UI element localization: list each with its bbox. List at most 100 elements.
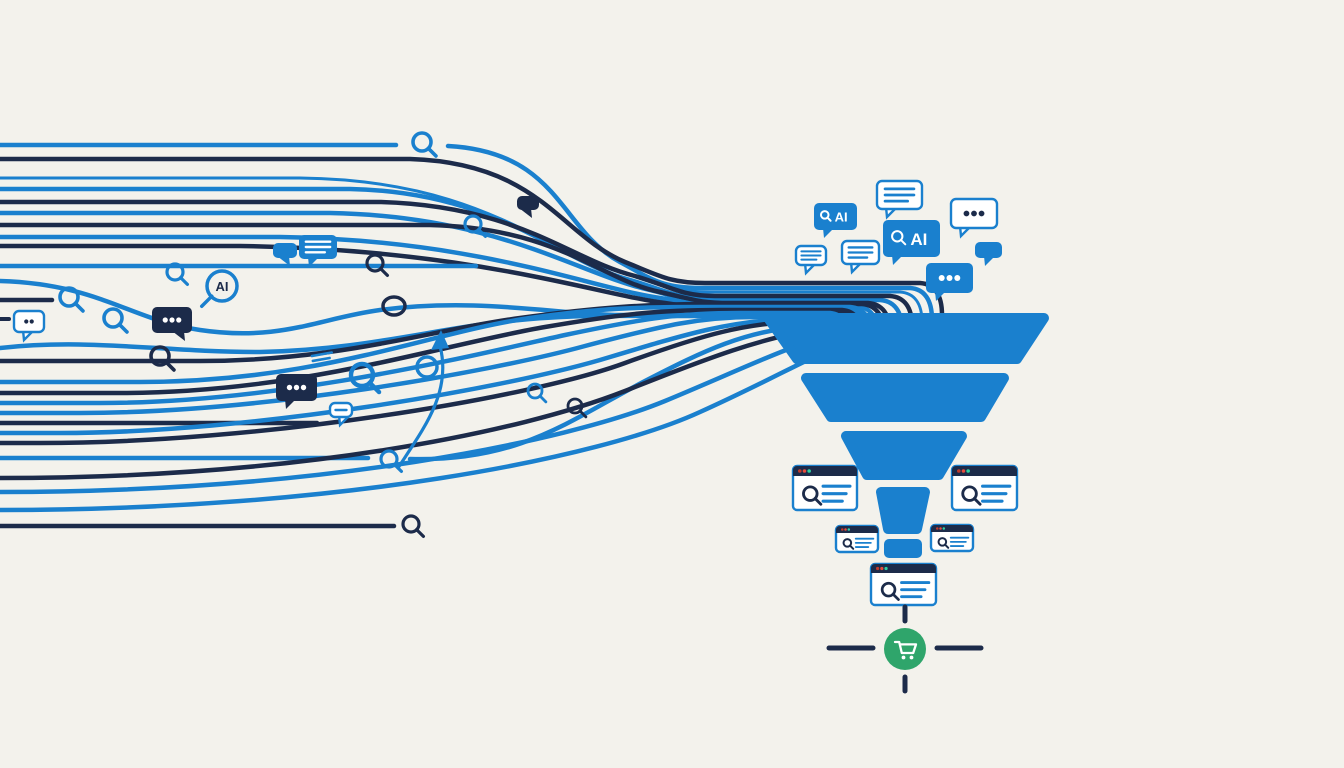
flow-line [0, 307, 866, 396]
cart-wheel [901, 655, 906, 660]
search-icon [937, 537, 950, 549]
bubble-tail [935, 291, 946, 301]
chat-bubble [328, 401, 354, 428]
window-dot [841, 528, 844, 531]
window-dot [802, 469, 807, 473]
chat-bubble [273, 243, 297, 266]
funnel-segment [801, 373, 1009, 422]
chat-bubble [276, 374, 317, 409]
chat-bubble [152, 307, 192, 341]
bubble-tail [277, 256, 290, 266]
flow-line [0, 304, 875, 385]
bubble-tail [172, 331, 185, 341]
chat-bubble [975, 242, 1002, 266]
ellipsis-dot [963, 210, 970, 217]
window-titlebar [836, 526, 878, 533]
list-icon [310, 351, 333, 368]
browser-window-icon [834, 524, 880, 554]
window-dot [939, 527, 942, 530]
bubble-tail [308, 257, 319, 267]
bubble-body [975, 242, 1002, 258]
chat-bubble [875, 179, 924, 220]
search-icon [802, 485, 823, 506]
window-dot [936, 527, 939, 530]
bubble-tail [519, 208, 532, 218]
search-icon [819, 210, 832, 222]
ellipsis-dot [162, 317, 168, 323]
bubble-tail [285, 399, 296, 409]
ellipsis-dot [300, 384, 307, 391]
search-icon [58, 286, 85, 313]
cart-glyph [893, 640, 918, 655]
ellipsis-dot [938, 275, 945, 281]
browser-window-icon [791, 464, 859, 512]
ellipsis-dot [954, 275, 961, 281]
window-dot [942, 527, 946, 530]
window-dot [957, 469, 961, 473]
search-icon [463, 214, 487, 238]
ellipsis-dot [978, 210, 985, 217]
ellipsis-dot [293, 384, 300, 391]
bubble-body [273, 243, 297, 258]
cart-wheel [909, 655, 914, 660]
ring-icon [381, 295, 407, 317]
search-icon [842, 538, 855, 550]
flow-line [0, 222, 893, 336]
flow-line [0, 234, 871, 340]
chat-bubble [12, 309, 46, 343]
ai-label: AI [216, 279, 229, 294]
chat-bubble [794, 244, 828, 276]
search-icon [365, 253, 389, 277]
chat-bubble [299, 235, 337, 267]
funnel-segment [841, 431, 967, 480]
search-icon [961, 485, 982, 506]
window-dot [880, 566, 884, 571]
ring-icon [415, 355, 439, 379]
window-dot [884, 566, 888, 571]
funnel-segment [884, 539, 922, 558]
ellipsis-dot [169, 317, 175, 323]
funnel-segment [876, 487, 930, 534]
window-dot [876, 566, 880, 571]
chat-bubble [949, 197, 999, 239]
window-dot [798, 469, 802, 473]
browser-window-icon [950, 464, 1019, 512]
search-icon [880, 581, 900, 601]
bubble-body [12, 309, 46, 334]
search-icon [348, 361, 382, 395]
flow-line [445, 143, 935, 323]
chat-bubble [840, 239, 881, 275]
ellipsis-dot [286, 384, 293, 391]
bubble-body [814, 203, 857, 230]
ellipsis-dot [176, 317, 182, 323]
search-icon [102, 307, 129, 334]
funnel-segment [763, 313, 1049, 364]
window-titlebar [931, 525, 973, 532]
window-dot [807, 469, 811, 473]
bubble-tail [892, 255, 903, 265]
search-icon [526, 382, 548, 404]
window-dot [847, 528, 851, 531]
flow-line [0, 186, 905, 333]
window-titlebar [952, 466, 1017, 476]
ai-label: AI [910, 230, 927, 249]
ellipsis-dot [946, 275, 953, 281]
window-dot [966, 469, 970, 473]
chat-bubble [926, 263, 973, 301]
bubble-tail [823, 228, 834, 238]
flow-line [0, 199, 915, 329]
ellipsis-dot [24, 319, 29, 324]
cart-circle [884, 628, 926, 670]
cart-icon [884, 628, 926, 670]
window-titlebar [871, 564, 936, 573]
ai-label: AI [835, 209, 848, 224]
ellipsis-dot [971, 210, 977, 217]
bubble-body [883, 220, 940, 257]
ai-search-icon: AI [200, 269, 239, 308]
window-dot [961, 469, 966, 473]
window-dot [844, 528, 847, 531]
arrow-icon [396, 330, 449, 470]
